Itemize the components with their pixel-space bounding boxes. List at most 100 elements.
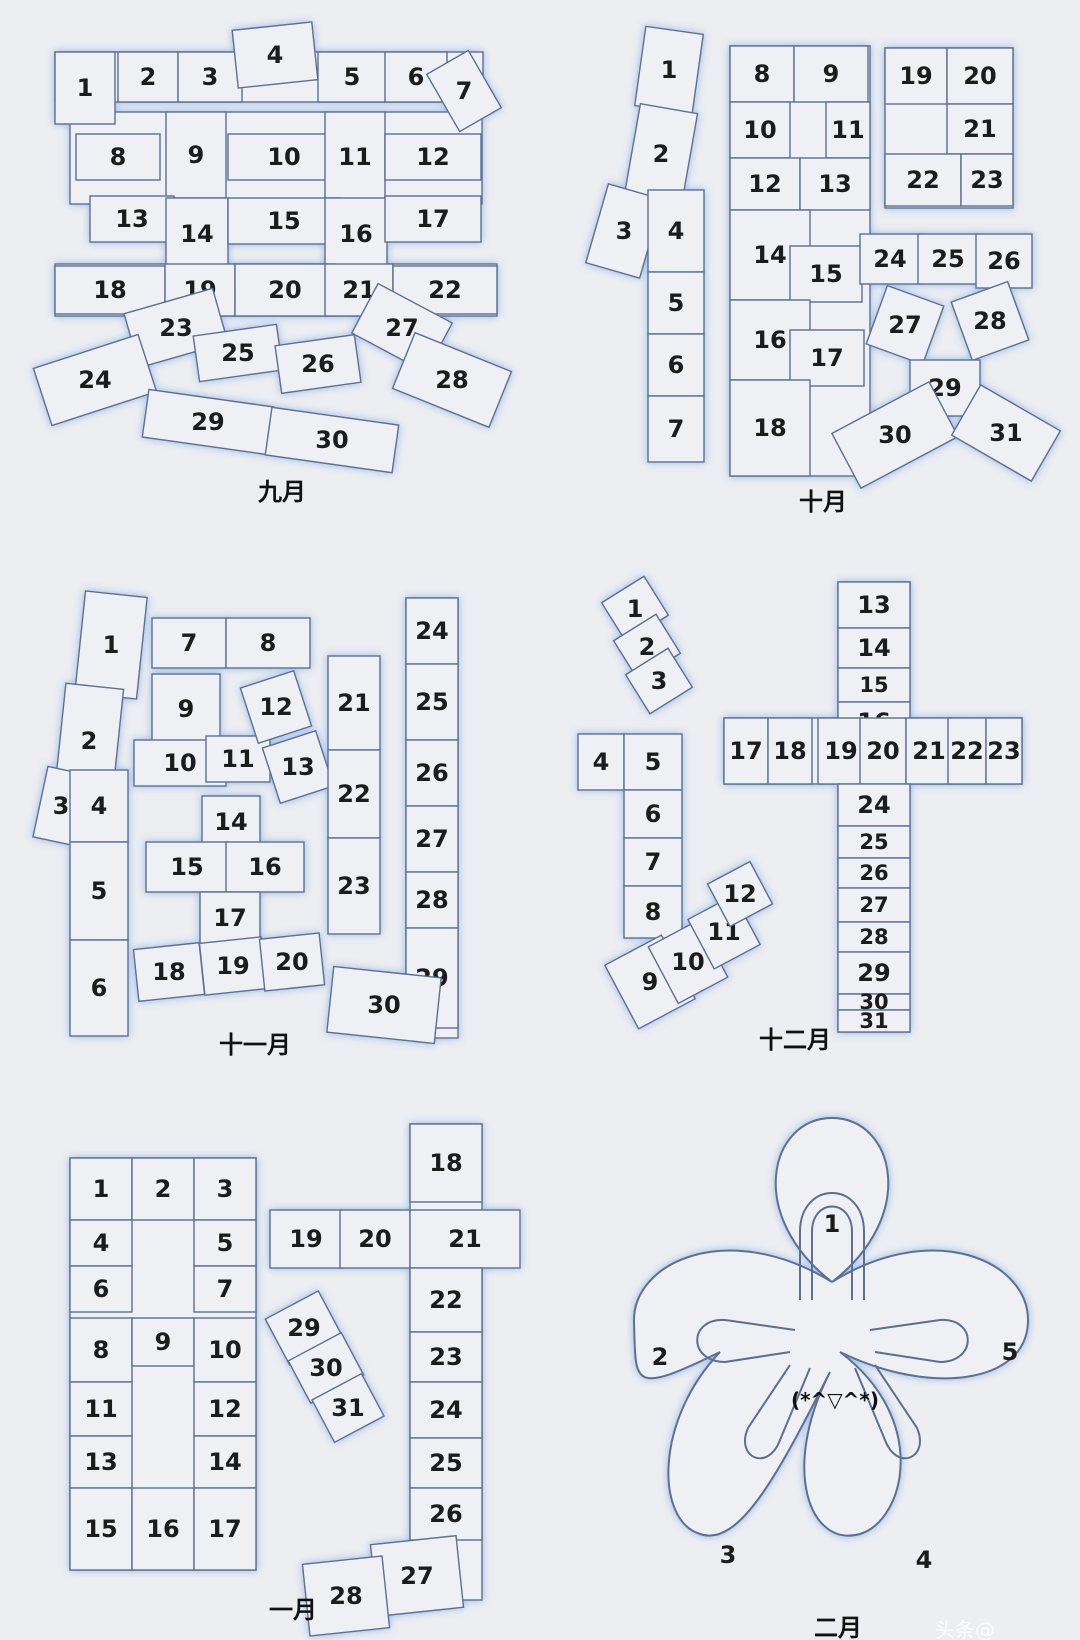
dec-cell-23 — [985, 717, 1023, 785]
month-label-nov: 十一月 — [219, 1031, 291, 1059]
jan-day-7: 7 — [217, 1275, 234, 1303]
month-label-sep: 九月 — [257, 478, 306, 506]
oct-cell-27 — [865, 284, 945, 366]
sep-day-16: 16 — [339, 220, 372, 248]
jan-day-9: 9 — [155, 1328, 172, 1356]
jan-day-10: 10 — [208, 1336, 241, 1364]
oct-day-22: 22 — [906, 166, 939, 194]
dec-day-14: 14 — [857, 634, 890, 662]
jan-cell-4 — [69, 1219, 133, 1267]
sep-day-6: 6 — [408, 63, 425, 91]
nov-day-16: 16 — [248, 853, 281, 881]
oct-cell-19 — [884, 47, 948, 105]
jan-day-5: 5 — [217, 1229, 234, 1257]
oct-day-7: 7 — [668, 415, 685, 443]
nov-day-22: 22 — [337, 780, 370, 808]
jan-day-30: 30 — [309, 1354, 342, 1382]
nov-cell-16 — [225, 841, 305, 893]
jan-cell-22 — [409, 1267, 483, 1333]
nov-day-19: 19 — [216, 952, 249, 980]
jan-cell-18 — [409, 1123, 483, 1203]
nov-cell-30 — [326, 965, 442, 1045]
sep-cell-4 — [231, 21, 319, 89]
nov-day-20: 20 — [275, 948, 308, 976]
jan-cell-1 — [69, 1157, 133, 1221]
jan-day-24: 24 — [429, 1396, 462, 1424]
feb-day-5: 5 — [1002, 1338, 1019, 1366]
dec-day-22: 22 — [950, 737, 983, 765]
oct-cell-25 — [917, 233, 979, 285]
jan-cell-25 — [409, 1437, 483, 1489]
nov-day-5: 5 — [91, 877, 108, 905]
oct-day-6: 6 — [668, 351, 685, 379]
dec-day-28: 28 — [859, 925, 888, 949]
jan-cell-16 — [131, 1487, 195, 1571]
oct-day-1: 1 — [661, 56, 678, 84]
month-label-dec: 十二月 — [759, 1026, 831, 1054]
dec-day-7: 7 — [645, 848, 662, 876]
nov-cell-5 — [69, 841, 129, 941]
nov-day-17: 17 — [213, 904, 246, 932]
sep-day-10: 10 — [267, 143, 300, 171]
sep-cell-7 — [425, 49, 503, 133]
jan-day-15: 15 — [84, 1515, 117, 1543]
oct-day-9: 9 — [823, 60, 840, 88]
watermark: 头条@ — [935, 1618, 995, 1640]
oct-day-25: 25 — [931, 245, 964, 273]
oct-day-18: 18 — [753, 414, 786, 442]
jan-day-11: 11 — [84, 1395, 117, 1423]
oct-day-21: 21 — [963, 115, 996, 143]
dec-cell-26 — [837, 857, 911, 889]
jan-day-12: 12 — [208, 1395, 241, 1423]
oct-cell-5 — [647, 271, 705, 335]
dec-day-31: 31 — [859, 1009, 888, 1033]
dec-day-17: 17 — [729, 737, 762, 765]
oct-day-14: 14 — [753, 241, 786, 269]
dec-cell-28 — [837, 921, 911, 953]
sep-cell-24 — [32, 333, 158, 427]
jan-cell-17 — [193, 1487, 257, 1571]
oct-day-2: 2 — [653, 140, 670, 168]
dec-cell-13 — [837, 581, 911, 629]
nov-cell-22 — [327, 749, 381, 839]
sep-day-8: 8 — [110, 143, 127, 171]
jan-cell-24 — [409, 1381, 483, 1439]
jan-cell-12 — [193, 1381, 257, 1437]
nov-day-30: 30 — [367, 991, 400, 1019]
jan-cell-13 — [69, 1435, 133, 1489]
nov-day-4: 4 — [91, 792, 108, 820]
oct-day-26: 26 — [987, 247, 1020, 275]
dec-day-10: 10 — [671, 948, 704, 976]
dec-day-5: 5 — [645, 748, 662, 776]
dec-day-23: 23 — [987, 737, 1020, 765]
jan-cell-11 — [69, 1381, 133, 1437]
sep-day-17: 17 — [416, 205, 449, 233]
nov-day-1: 1 — [103, 631, 120, 659]
nov-day-8: 8 — [260, 629, 277, 657]
jan-day-2: 2 — [155, 1175, 172, 1203]
jan-day-31: 31 — [331, 1394, 364, 1422]
sep-cell-8 — [75, 133, 161, 181]
jan-cell-31 — [311, 1372, 385, 1444]
sep-day-2: 2 — [140, 63, 157, 91]
nov-day-10: 10 — [163, 749, 196, 777]
jan-cell-23 — [409, 1331, 483, 1383]
jan-day-16: 16 — [146, 1515, 179, 1543]
sep-cell-9 — [165, 111, 227, 199]
jan-day-25: 25 — [429, 1449, 462, 1477]
dec-day-8: 8 — [645, 898, 662, 926]
oct-day-31: 31 — [989, 419, 1022, 447]
nov-day-15: 15 — [170, 853, 203, 881]
nov-day-7: 7 — [181, 629, 198, 657]
jan-day-20: 20 — [358, 1225, 391, 1253]
nov-day-23: 23 — [337, 872, 370, 900]
nov-cell-15 — [145, 841, 229, 893]
nov-day-9: 9 — [178, 695, 195, 723]
sep-day-14: 14 — [180, 220, 213, 248]
sep-day-11: 11 — [338, 143, 371, 171]
jan-day-6: 6 — [93, 1275, 110, 1303]
feb-day-4: 4 — [916, 1546, 933, 1574]
sep-day-29: 29 — [191, 408, 224, 436]
jan-cell-3 — [193, 1157, 257, 1221]
